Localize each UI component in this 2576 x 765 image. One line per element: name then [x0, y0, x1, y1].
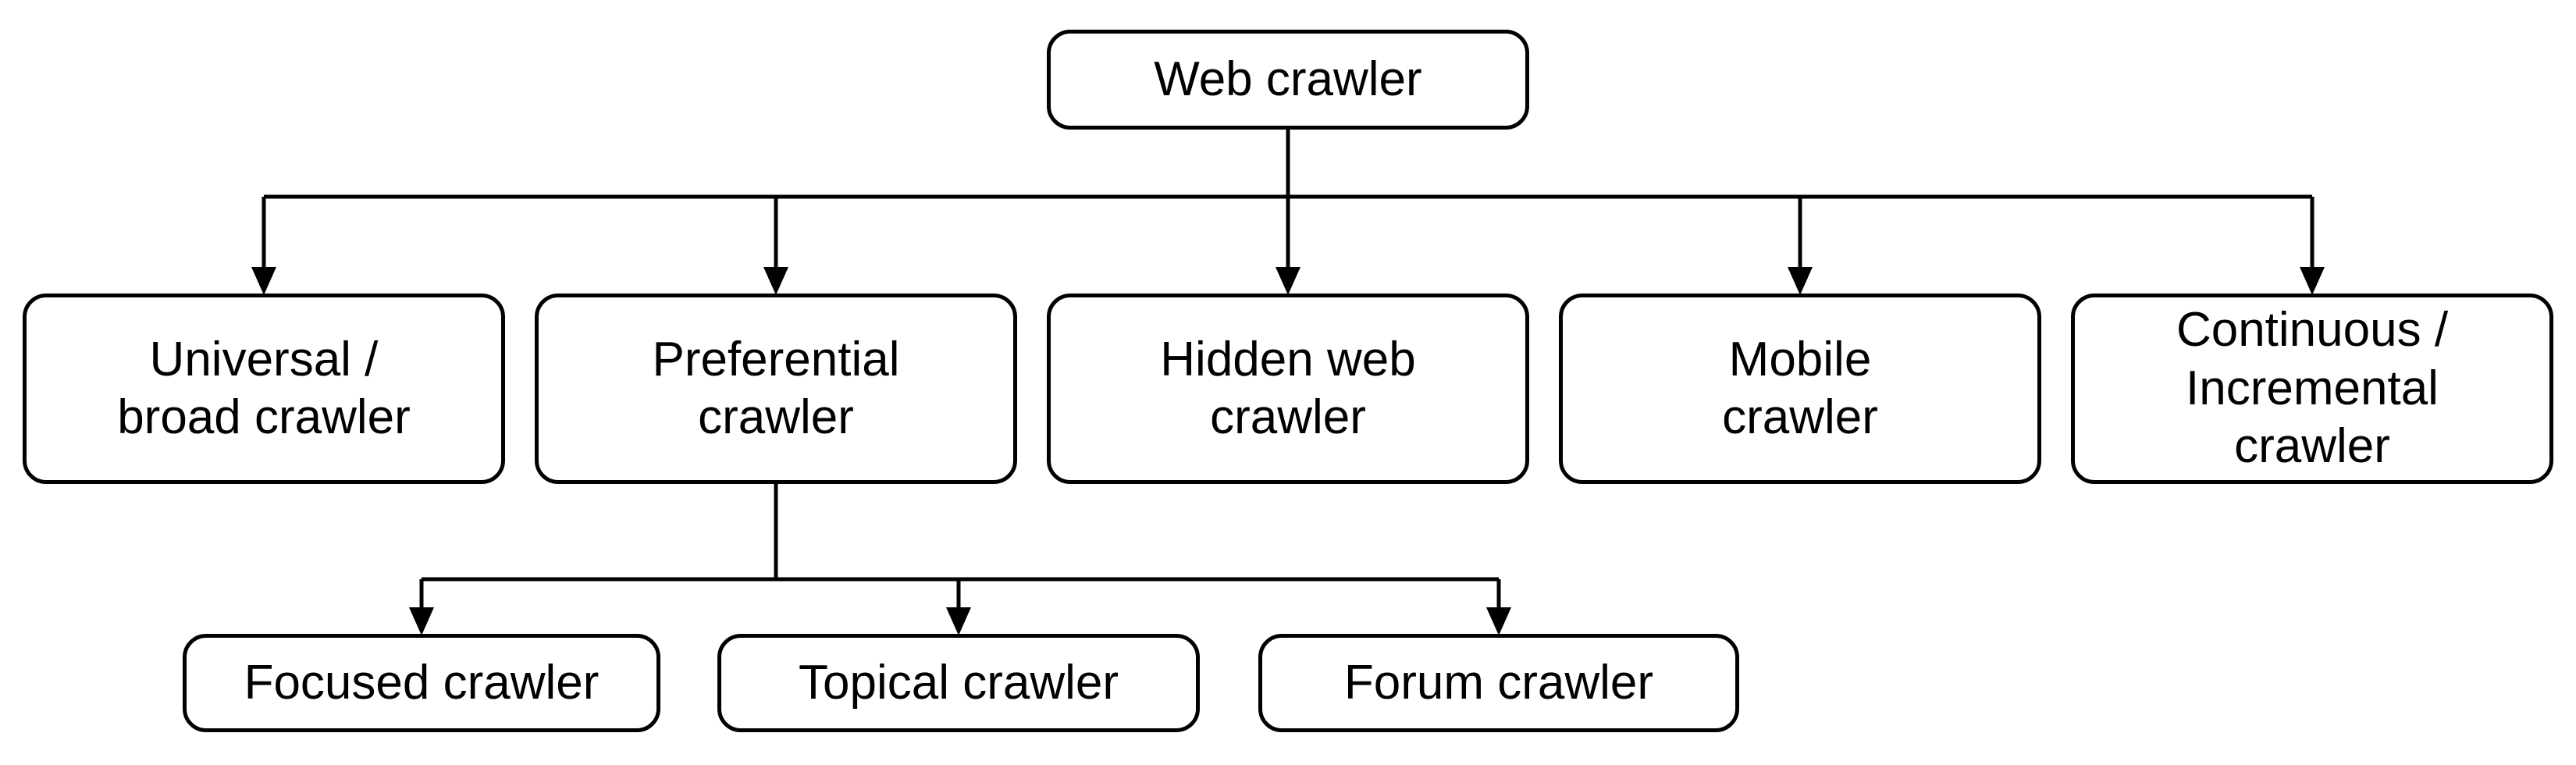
root-to-level2-connectors	[251, 130, 2325, 295]
node-continuous-incremental-crawler: Continuous / Incremental crawler	[2071, 294, 2553, 484]
arrow-down-icon	[763, 267, 788, 295]
node-mobile-crawler: Mobile crawler	[1559, 294, 2041, 484]
preferential-to-level3-connectors	[409, 484, 1511, 635]
arrow-down-icon	[2300, 267, 2325, 295]
node-preferential-crawler: Preferential crawler	[535, 294, 1017, 484]
arrow-down-icon	[1486, 607, 1511, 635]
arrow-down-icon	[946, 607, 971, 635]
arrow-down-icon	[409, 607, 434, 635]
node-web-crawler: Web crawler	[1047, 30, 1529, 130]
arrow-down-icon	[1788, 267, 1813, 295]
node-hidden-web-crawler: Hidden web crawler	[1047, 294, 1529, 484]
arrow-down-icon	[1276, 267, 1300, 295]
node-forum-crawler: Forum crawler	[1258, 634, 1739, 732]
node-topical-crawler: Topical crawler	[717, 634, 1200, 732]
arrow-down-icon	[251, 267, 276, 295]
node-universal-broad-crawler: Universal / broad crawler	[23, 294, 505, 484]
node-focused-crawler: Focused crawler	[183, 634, 660, 732]
